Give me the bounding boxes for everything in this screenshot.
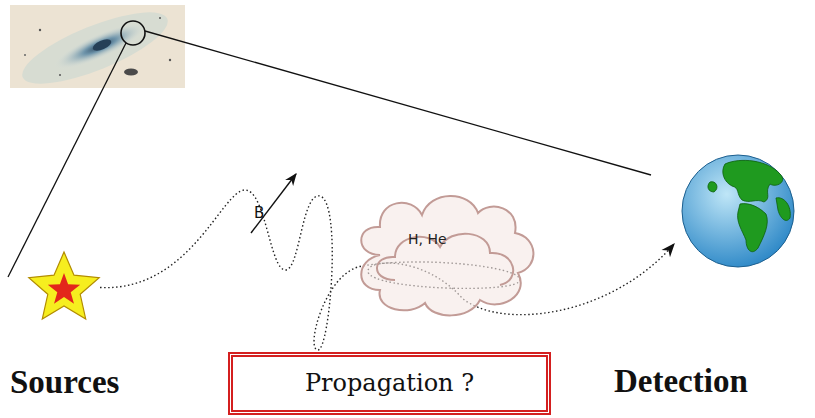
field-label: B (254, 204, 264, 222)
galaxy-image (10, 0, 185, 98)
source-star: Sources (28, 250, 100, 325)
sight-line (145, 31, 651, 175)
propagation-path (100, 190, 674, 350)
stage-title: Propagation ? (305, 369, 474, 398)
gas-cloud-shape (350, 185, 540, 320)
gas-cloud: H, He (350, 185, 540, 320)
zoom-circle (121, 21, 145, 45)
earth-globe: Detection (680, 152, 795, 270)
sight-line (8, 43, 126, 277)
stage-title: Detection (614, 362, 748, 402)
propagation-box: Propagation ? (228, 352, 551, 415)
field-arrow (251, 174, 296, 233)
stage-title: Sources (10, 363, 119, 403)
earth-globe-shape (680, 152, 795, 270)
source-star-shape (28, 250, 100, 325)
gas-label: H, He (408, 231, 447, 247)
